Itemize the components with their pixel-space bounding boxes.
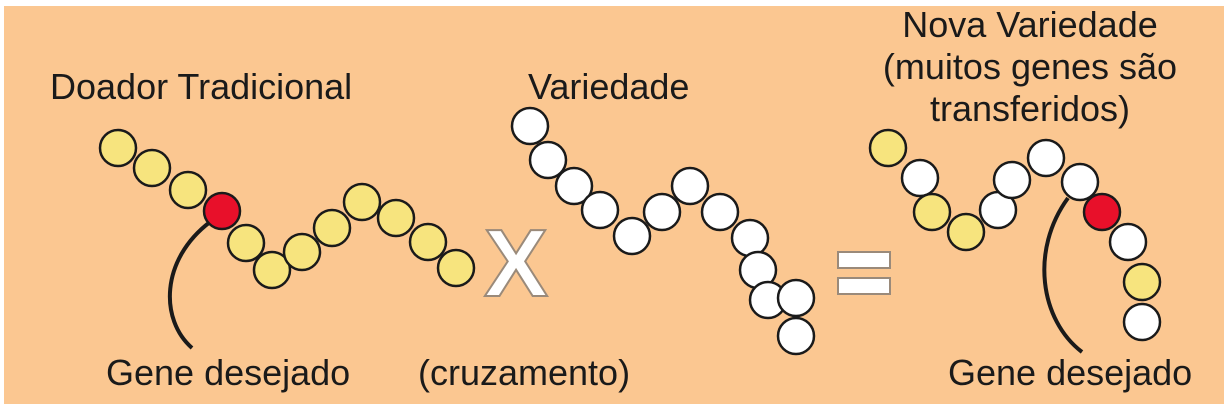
donor-gene-bead	[252, 250, 292, 290]
donor-gene-bead	[342, 182, 382, 222]
new-variety-chain	[868, 128, 1162, 342]
donor-gene-bead	[132, 148, 172, 188]
desired-gene-bead	[202, 191, 242, 231]
donor-gene-bead	[408, 222, 448, 262]
variety-gene-bead	[528, 140, 568, 180]
new-variety-title: Nova Variedade	[902, 4, 1158, 45]
variety-gene-bead	[670, 166, 710, 206]
donor-gene-bead	[376, 198, 416, 238]
gene-pointer-right	[1042, 196, 1084, 354]
variety-chain	[510, 106, 816, 356]
new_variety-gene-bead	[1060, 162, 1100, 202]
new-variety-subtitle-line2: transferidos)	[929, 88, 1131, 129]
new_variety-gene-bead	[1122, 302, 1162, 342]
new_variety-gene-bead	[992, 160, 1032, 200]
gene-desired-label-right: Gene desejado	[948, 352, 1193, 393]
donor-chain	[98, 128, 476, 290]
equals-bar-bottom	[837, 277, 891, 295]
variety-gene-bead	[776, 278, 816, 318]
donor-gene-bead	[226, 223, 266, 263]
new_variety-gene-bead	[912, 192, 952, 232]
donor-gene-bead	[98, 128, 138, 168]
new_variety-gene-bead	[1026, 138, 1066, 178]
new_variety-gene-bead	[1122, 262, 1162, 302]
variety-gene-bead	[612, 216, 652, 256]
donor-gene-bead	[312, 208, 352, 248]
donor-gene-bead	[168, 170, 208, 210]
variety-gene-bead	[580, 190, 620, 230]
donor-gene-bead	[436, 248, 476, 288]
variety-gene-bead	[700, 192, 740, 232]
donor-gene-bead	[282, 232, 322, 272]
donor-label: Doador Tradicional	[50, 66, 353, 107]
new_variety-gene-bead	[1108, 222, 1148, 262]
new_variety-gene-bead	[900, 158, 940, 198]
gene-pointer-left	[167, 220, 212, 350]
new-variety-subtitle-line1: (muitos genes são	[882, 46, 1178, 87]
crossing-label: (cruzamento)	[418, 352, 631, 393]
variety-gene-bead	[642, 192, 682, 232]
new_variety-gene-bead	[868, 128, 908, 168]
variety-gene-bead	[776, 316, 816, 356]
variety-gene-bead	[730, 218, 770, 258]
variety-label: Variedade	[528, 66, 690, 107]
new_variety-gene-bead	[946, 212, 986, 252]
variety-gene-bead	[554, 166, 594, 206]
gene-desired-label-left: Gene desejado	[106, 352, 351, 393]
cross-symbol: X	[483, 210, 549, 317]
equals-bar-top	[837, 251, 891, 269]
desired-gene-bead	[1082, 192, 1122, 232]
variety-gene-bead	[510, 106, 550, 146]
